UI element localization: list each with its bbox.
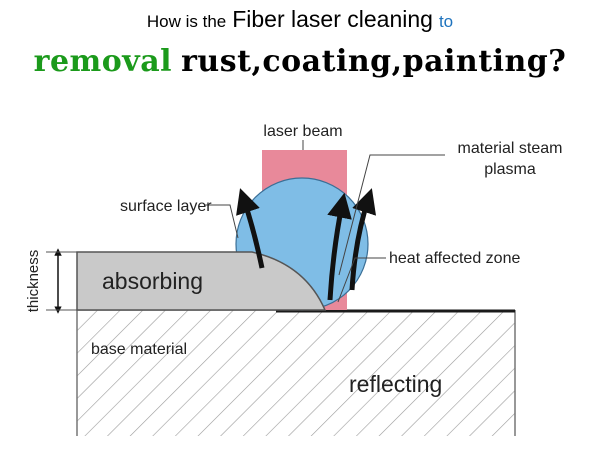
title-line-2: removal rust,coating,painting? — [0, 44, 600, 84]
label-plasma: plasma — [484, 161, 536, 178]
label-base-material: base material — [91, 341, 187, 358]
ejection-arrow-center — [327, 192, 352, 301]
title-line-1: How is the Fiber laser cleaning to — [0, 6, 600, 36]
title-how-is-the: How is the — [146, 12, 227, 31]
label-material-steam: material steam — [458, 140, 563, 157]
label-reflecting: reflecting — [349, 371, 442, 397]
label-laser-beam: laser beam — [263, 123, 342, 140]
ejection-arrow-left — [236, 188, 265, 269]
ejection-arrow-right — [349, 188, 377, 291]
label-absorbing: absorbing — [102, 268, 203, 294]
title-removal: removal — [33, 44, 173, 79]
label-surface-layer: surface layer — [120, 198, 212, 215]
label-heat-affected-zone: heat affected zone — [389, 250, 520, 267]
steam-leader — [338, 154, 445, 276]
base-material-block — [77, 310, 515, 436]
title-rust-coating-painting: rust,coating,painting? — [181, 44, 567, 79]
heat-zone-leader — [337, 257, 386, 303]
surface-layer-leader — [205, 204, 239, 239]
label-thickness: thickness — [25, 250, 42, 313]
title-fiber-laser-cleaning: Fiber laser cleaning — [232, 6, 433, 32]
title-to: to — [438, 12, 454, 31]
